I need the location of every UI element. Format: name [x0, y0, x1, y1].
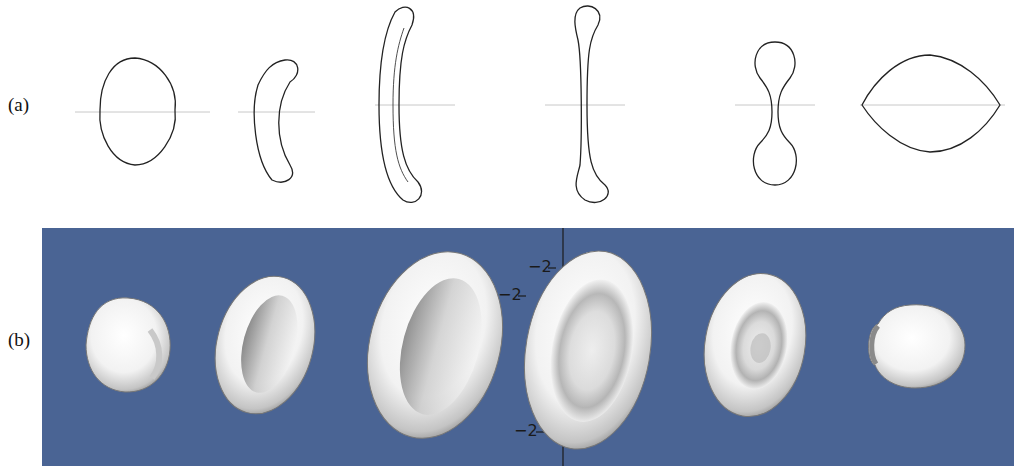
axis-tick-label: −2 — [528, 259, 552, 275]
panel-label: (b) — [8, 330, 30, 349]
axis-tick-label: −2 — [514, 423, 538, 439]
cell-render — [86, 236, 965, 459]
cell-outline — [100, 6, 1000, 202]
render-background — [42, 228, 1014, 466]
panel-label: (a) — [8, 95, 29, 114]
axis-tick-label: −2 — [498, 287, 522, 303]
